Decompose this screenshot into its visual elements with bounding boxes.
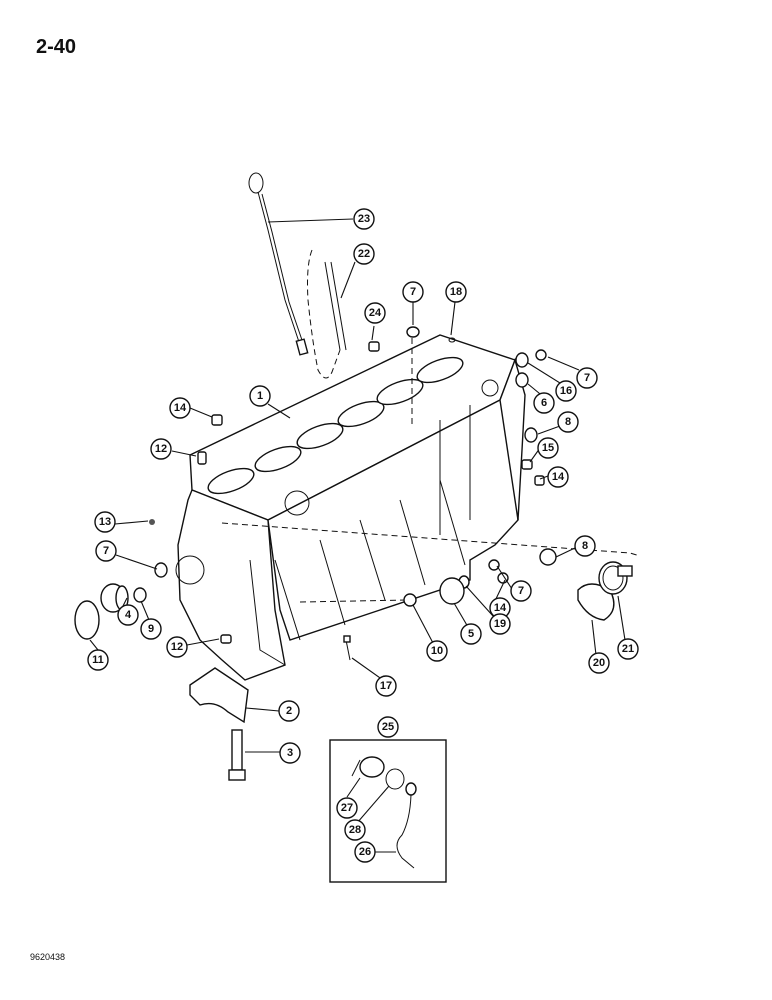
callout-21: 21 (617, 638, 639, 660)
callout-label: 11 (92, 654, 104, 666)
callout-12b: 12 (166, 636, 188, 658)
callout-28: 28 (344, 819, 366, 841)
callout-label: 7 (410, 286, 416, 298)
callout-label: 22 (358, 248, 370, 260)
callout-7c: 7 (576, 367, 598, 389)
callout-14b: 14 (547, 466, 569, 488)
callout-8b: 8 (574, 535, 596, 557)
callout-label: 21 (622, 643, 634, 655)
callout-label: 12 (171, 641, 183, 653)
callout-label: 6 (541, 397, 547, 409)
callout-label: 28 (349, 824, 361, 836)
callout-label: 3 (287, 747, 293, 759)
callout-label: 2 (286, 705, 292, 717)
hose-part (577, 583, 615, 621)
cap-bolt-part (228, 729, 246, 781)
callout-16: 16 (555, 380, 577, 402)
callout-label: 14 (494, 602, 507, 614)
callout-label: 27 (341, 802, 353, 814)
callout-4: 4 (117, 604, 139, 626)
plug-part (368, 341, 380, 352)
callout-label: 19 (494, 618, 506, 630)
dipstick-part (248, 172, 309, 356)
callout-25-box (329, 739, 447, 883)
callout-label: 14 (552, 471, 565, 483)
callout-3: 3 (279, 742, 301, 764)
callout-label: 15 (542, 442, 554, 454)
callout-27: 27 (336, 797, 358, 819)
callout-23: 23 (353, 208, 375, 230)
hose-clamp-part (598, 561, 633, 595)
callout-2: 2 (278, 700, 300, 722)
callout-15: 15 (537, 437, 559, 459)
dipstick-tube-part (307, 249, 347, 379)
callout-14a: 14 (169, 397, 191, 419)
figure-code: 9620438 (30, 952, 66, 962)
callout-label: 8 (582, 540, 588, 552)
callout-7d: 7 (510, 580, 532, 602)
callout-12a: 12 (150, 438, 172, 460)
assembly-path-line (299, 599, 409, 603)
callout-10: 10 (426, 640, 448, 662)
callout-7a: 7 (402, 281, 424, 303)
callout-8a: 8 (557, 411, 579, 433)
callout-7b: 7 (95, 540, 117, 562)
callout-label: 26 (359, 846, 371, 858)
callout-18: 18 (445, 281, 467, 303)
callout-label: 10 (431, 645, 443, 657)
callout-label: 20 (593, 657, 605, 669)
callout-label: 17 (380, 680, 392, 692)
small-parts (74, 326, 557, 661)
callout-19: 19 (489, 613, 511, 635)
callout-label: 13 (99, 516, 111, 528)
callout-6: 6 (533, 392, 555, 414)
callout-label: 1 (257, 390, 263, 402)
callout-label: 16 (560, 385, 572, 397)
callout-label: 18 (450, 286, 462, 298)
page-number: 2-40 (36, 36, 77, 58)
callout-label: 12 (155, 443, 167, 455)
callout-25: 25 (377, 716, 399, 738)
callout-label: 7 (518, 585, 524, 597)
callout-label: 5 (468, 628, 474, 640)
callout-label: 14 (174, 402, 187, 414)
callout-20: 20 (588, 652, 610, 674)
callout-26: 26 (354, 841, 376, 863)
callout-11: 11 (87, 649, 109, 671)
sensor-parts (351, 756, 417, 869)
callout-label: 7 (584, 372, 590, 384)
callout-9: 9 (140, 618, 162, 640)
callout-13: 13 (94, 511, 116, 533)
callout-label: 8 (565, 416, 571, 428)
callout-label: 4 (125, 609, 132, 621)
callout-label: 9 (148, 623, 154, 635)
callout-label: 25 (382, 721, 394, 733)
callout-5: 5 (460, 623, 482, 645)
callout-14c: 14 (489, 597, 511, 619)
callout-22: 22 (353, 243, 375, 265)
callout-label: 23 (358, 213, 370, 225)
callout-17: 17 (375, 675, 397, 697)
main-bearing-cap-part (189, 667, 249, 724)
callout-label: 7 (103, 545, 109, 557)
leader-lines (89, 218, 626, 853)
callout-24: 24 (364, 302, 386, 324)
callout-1: 1 (249, 385, 271, 407)
callout-label: 24 (369, 307, 382, 319)
